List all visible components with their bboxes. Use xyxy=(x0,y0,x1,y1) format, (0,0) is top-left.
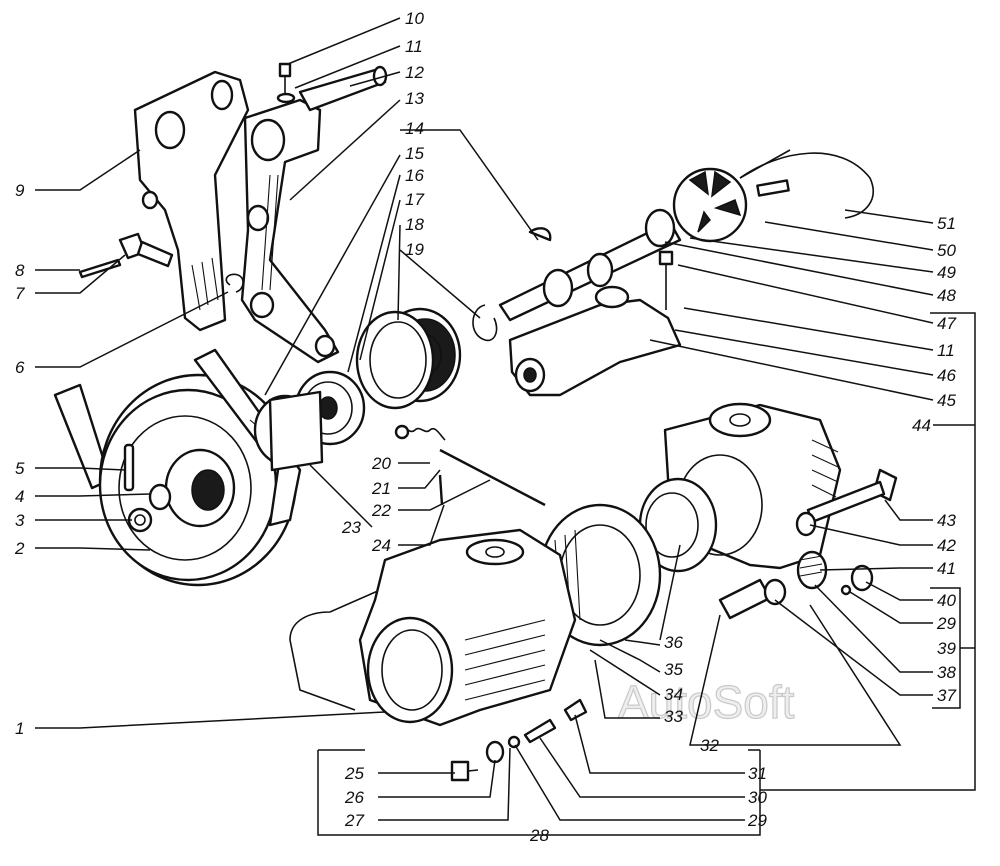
washer-part-42 xyxy=(795,511,817,537)
key-part-8 xyxy=(78,258,122,279)
valve-part-30 xyxy=(523,718,557,744)
fitting-part-38 xyxy=(718,578,787,620)
callout-31: 31 xyxy=(748,764,767,783)
callout-2: 2 xyxy=(14,539,25,558)
callout-7: 7 xyxy=(15,284,25,303)
callout-12: 12 xyxy=(405,63,424,82)
callout-48: 48 xyxy=(937,286,956,305)
ring-part-17 xyxy=(355,310,435,410)
callout-13: 13 xyxy=(405,89,424,108)
key-part-14 xyxy=(528,227,552,242)
callout-29a: 29 xyxy=(747,811,767,830)
ball-part-29b xyxy=(840,584,852,596)
callout-29b: 29 xyxy=(936,614,956,633)
pump-body-part-1 xyxy=(289,528,577,727)
bolt-part-10 xyxy=(276,62,296,104)
callout-40: 40 xyxy=(937,591,956,610)
callout-14: 14 xyxy=(405,119,424,138)
callout-26: 26 xyxy=(344,788,364,807)
callout-32: 32 xyxy=(700,736,719,755)
callout-11: 11 xyxy=(405,37,423,56)
callout-23: 23 xyxy=(341,518,361,537)
callout-46: 46 xyxy=(937,366,956,385)
rotor-part-50 xyxy=(672,167,748,243)
callout-44: 44 xyxy=(912,416,931,435)
watermark: AutoSoft xyxy=(618,676,795,728)
callout-11b: 11 xyxy=(937,341,955,360)
callout-3: 3 xyxy=(15,511,25,530)
callout-51: 51 xyxy=(937,214,956,233)
callout-10: 10 xyxy=(405,9,424,28)
callout-28: 28 xyxy=(529,826,549,845)
callout-47: 47 xyxy=(937,314,956,333)
shaft-part-49 xyxy=(498,208,682,322)
pulley-part-2 xyxy=(53,348,302,587)
callout-34: 34 xyxy=(664,685,683,704)
callout-38: 38 xyxy=(937,663,956,682)
callout-24: 24 xyxy=(371,536,391,555)
callout-49: 49 xyxy=(937,263,956,282)
callout-25: 25 xyxy=(344,764,364,783)
callout-19: 19 xyxy=(405,240,424,259)
callout-45: 45 xyxy=(937,391,956,410)
callout-6: 6 xyxy=(15,358,25,377)
bolt-part-25 xyxy=(450,760,479,782)
bolt-part-7 xyxy=(118,232,174,268)
callout-39: 39 xyxy=(937,639,956,658)
housing-part-51 xyxy=(739,149,874,219)
ball-part-29a xyxy=(507,735,521,749)
snap-ring-part-19 xyxy=(472,304,498,342)
rod-part-22 xyxy=(439,448,546,507)
spring-part-21 xyxy=(394,424,446,441)
callout-5: 5 xyxy=(15,459,25,478)
callout-33: 33 xyxy=(664,707,683,726)
spring-part-31 xyxy=(563,698,588,722)
callout-1: 1 xyxy=(15,719,24,738)
callout-9: 9 xyxy=(15,181,25,200)
callout-35: 35 xyxy=(664,660,683,679)
washer-part-26 xyxy=(485,740,505,764)
callout-21: 21 xyxy=(371,479,391,498)
callout-4: 4 xyxy=(15,487,24,506)
valve-body-part-45 xyxy=(508,285,682,397)
callout-50: 50 xyxy=(937,241,956,260)
pin-part-24 xyxy=(438,474,444,506)
callout-16: 16 xyxy=(405,166,424,185)
callout-22: 22 xyxy=(371,501,391,520)
callout-30: 30 xyxy=(748,788,767,807)
callout-37: 37 xyxy=(937,686,956,705)
callout-20: 20 xyxy=(371,454,391,473)
bolt-part-47 xyxy=(658,250,674,310)
nut-part-3 xyxy=(127,507,153,533)
callout-43: 43 xyxy=(937,511,956,530)
callout-18: 18 xyxy=(405,215,424,234)
callout-15: 15 xyxy=(405,144,424,163)
leader-lines xyxy=(35,17,976,836)
callout-42: 42 xyxy=(937,536,956,555)
bracket-part-9 xyxy=(133,70,250,332)
callout-36: 36 xyxy=(664,633,683,652)
callout-41: 41 xyxy=(937,559,956,578)
plug-part-40 xyxy=(850,564,874,592)
callout-labels: 10 11 12 13 14 15 16 17 18 19 9 8 7 6 5 … xyxy=(14,9,956,845)
spring-part-37 xyxy=(796,550,828,590)
callout-8: 8 xyxy=(15,261,25,280)
shaft-part-12 xyxy=(298,65,388,112)
sleeve-part-23 xyxy=(268,390,324,472)
clip-part-6 xyxy=(225,273,244,293)
washer-part-4 xyxy=(148,483,172,511)
callout-17: 17 xyxy=(405,190,424,209)
bracket-part-13 xyxy=(240,98,340,364)
callout-27: 27 xyxy=(344,811,364,830)
